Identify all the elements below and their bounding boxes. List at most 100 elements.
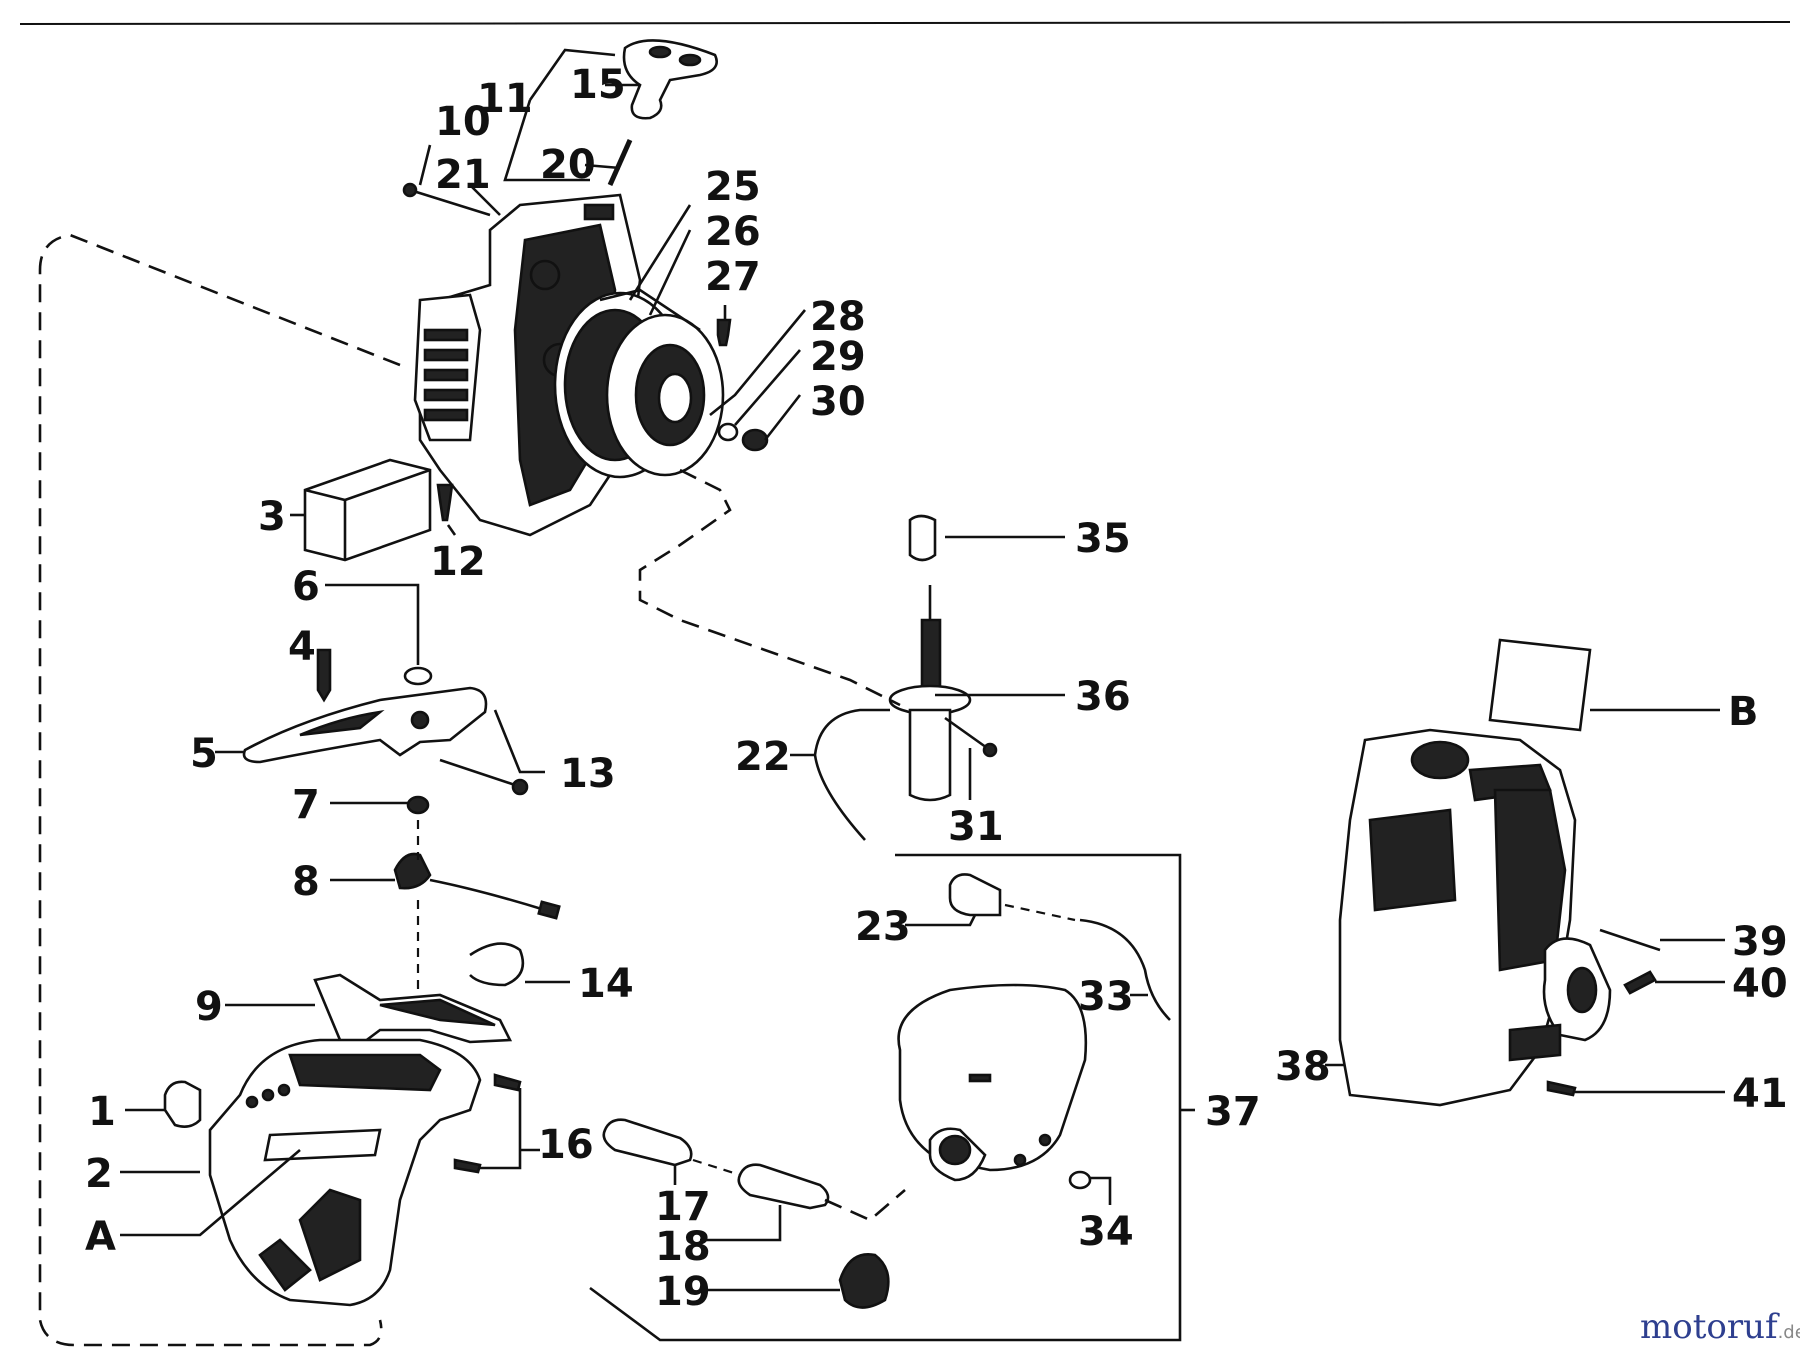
- leader-34: [1090, 1176, 1112, 1205]
- assembly-dash-left: [38, 233, 401, 1347]
- screw-41: [1546, 1080, 1577, 1097]
- label-2: 2: [85, 1151, 113, 1197]
- screw-39: [1599, 928, 1661, 952]
- leader-28: [709, 309, 807, 417]
- label-40: 40: [1732, 961, 1788, 1007]
- label-30: 30: [810, 379, 866, 425]
- wire-14: [469, 942, 525, 987]
- pin-20: [607, 138, 633, 187]
- label-23: 23: [855, 904, 911, 950]
- trigger-9: [313, 973, 513, 1047]
- screw-4: [316, 648, 332, 703]
- label-25: 25: [705, 164, 761, 210]
- label-18: 18: [655, 1224, 711, 1270]
- leader-10: [418, 144, 432, 186]
- label-21: 21: [435, 152, 491, 198]
- label-5: 5: [190, 731, 218, 777]
- air-filter-block: [303, 458, 432, 562]
- screw-13: [439, 758, 516, 787]
- screw-40: [1623, 970, 1657, 995]
- label-22: 22: [735, 734, 791, 780]
- stop-switch-8: [380, 852, 561, 920]
- fuel-filter-23: [948, 873, 1002, 917]
- label-28: 28: [810, 294, 866, 340]
- grommet-34: [1068, 1170, 1092, 1190]
- label-B: B: [1728, 689, 1759, 735]
- label-8: 8: [292, 859, 320, 905]
- screw-12: [436, 483, 454, 522]
- label-16: 16: [538, 1122, 594, 1168]
- carburetor-needle-36: [888, 585, 972, 802]
- leader-23: [905, 914, 977, 927]
- leader-37: [589, 853, 1182, 1342]
- leader-30: [763, 394, 802, 441]
- pin-35: [908, 514, 937, 562]
- leader-11: [503, 48, 616, 182]
- label-6: 6: [292, 564, 320, 610]
- starter-handle: [622, 39, 718, 120]
- label-33: 33: [1078, 974, 1134, 1020]
- tank-link-dash: [692, 1158, 741, 1177]
- nut-7: [406, 795, 430, 815]
- screw-16-lower: [453, 1158, 482, 1174]
- leader-20: [584, 163, 621, 170]
- screw-13-head: [511, 778, 529, 796]
- filter-element-18: [737, 1163, 830, 1210]
- handle-housing-2: [208, 1038, 482, 1307]
- label-10: 10: [435, 99, 491, 145]
- label-9: 9: [195, 984, 223, 1030]
- fuel-cap-19: [838, 1253, 890, 1309]
- label-27: 27: [705, 254, 761, 300]
- label-17: 17: [655, 1184, 711, 1230]
- watermark-suffix: .de: [1778, 1322, 1800, 1343]
- fuel-hose-33: [1079, 918, 1171, 1021]
- label-4: 4: [288, 624, 316, 670]
- label-34: 34: [1078, 1209, 1134, 1255]
- label-31: 31: [948, 804, 1004, 850]
- label-7: 7: [292, 782, 320, 828]
- watermark-brand: motoruf: [1640, 1307, 1780, 1347]
- watermark: motoruf.de: [1640, 1307, 1800, 1347]
- leader-26: [648, 229, 692, 316]
- leader-29: [734, 349, 801, 426]
- leader-25: [628, 204, 692, 301]
- flywheel: [553, 288, 725, 479]
- label-13: 13: [560, 751, 616, 797]
- label-37: 37: [1205, 1089, 1261, 1135]
- screw-16-upper: [493, 1073, 522, 1092]
- label-41: 41: [1732, 1071, 1788, 1117]
- primer-bulb-17: [602, 1118, 693, 1167]
- nut-30: [741, 428, 769, 452]
- label-26: 26: [705, 209, 761, 255]
- label-3: 3: [258, 494, 286, 540]
- washer-29: [717, 422, 739, 442]
- label-11: 11: [477, 76, 533, 122]
- assembly-dash-center: [638, 468, 901, 707]
- label-20: 20: [540, 142, 596, 188]
- leader-12: [446, 524, 457, 536]
- label-1: 1: [88, 1089, 116, 1135]
- leader-18: [700, 1205, 782, 1242]
- fuel-tank: [897, 983, 1088, 1182]
- throttle-lever-5: [242, 686, 488, 764]
- leader-6: [325, 583, 420, 665]
- label-29: 29: [810, 334, 866, 380]
- label-36: 36: [1075, 674, 1131, 720]
- leader-A: [120, 1149, 301, 1237]
- washer-6: [403, 666, 433, 686]
- screw-31: [944, 716, 998, 758]
- screw-27: [716, 318, 732, 347]
- leader-21: [469, 184, 501, 216]
- label-38: 38: [1275, 1044, 1331, 1090]
- label-15: 15: [570, 62, 626, 108]
- label-14: 14: [578, 961, 634, 1007]
- label-12: 12: [430, 539, 486, 585]
- top-border-line: [19, 21, 1791, 25]
- filter-link-dash: [1004, 903, 1076, 922]
- leader-13: [493, 709, 545, 774]
- label-A: A: [85, 1214, 116, 1260]
- screw-10: [402, 182, 491, 217]
- label-35: 35: [1075, 516, 1131, 562]
- assembly-dash-tank: [824, 1189, 906, 1222]
- label-19: 19: [655, 1269, 711, 1315]
